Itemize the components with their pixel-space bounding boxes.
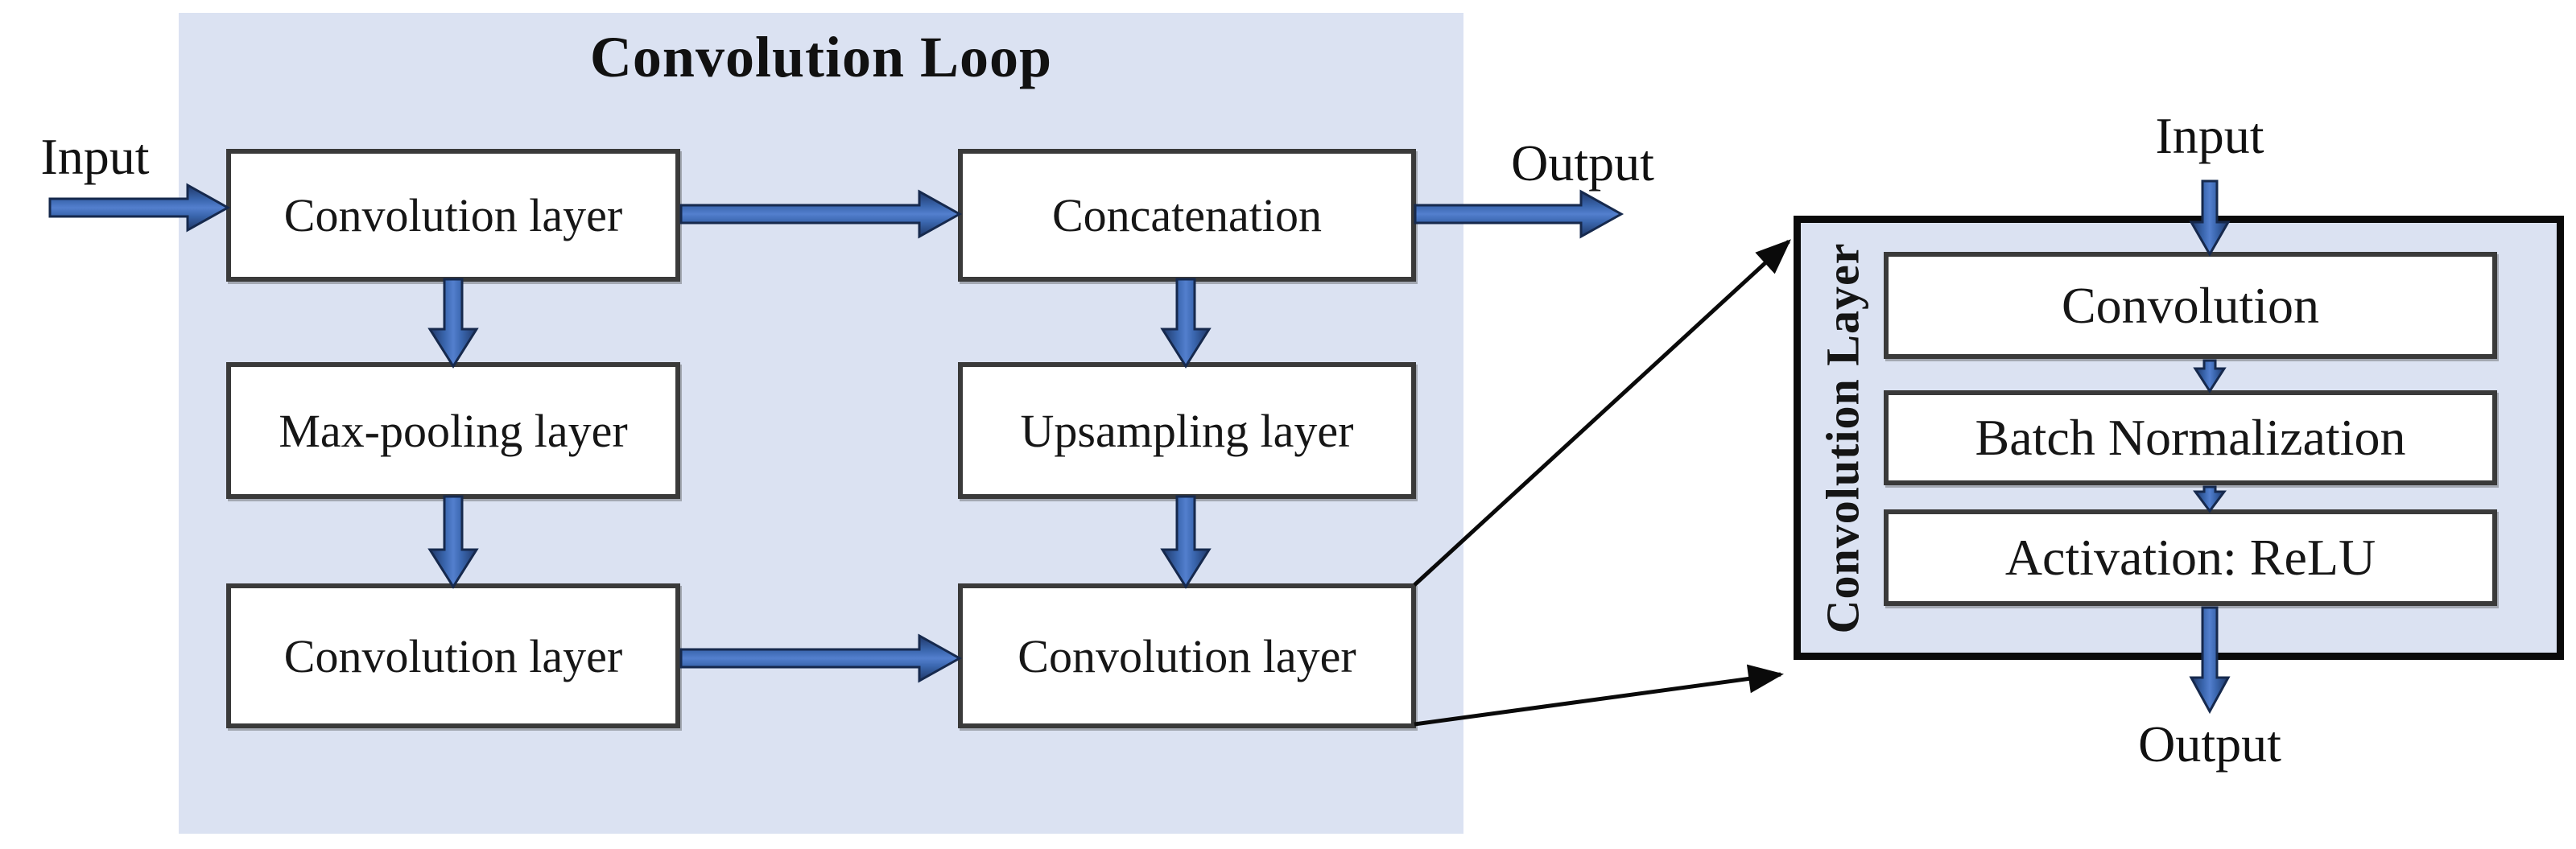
node-upsampling-layer: Upsampling layer (958, 362, 1416, 499)
detail-step-convolution: Convolution (1884, 252, 2497, 359)
node-concatenation: Concatenation (958, 149, 1416, 282)
node-convolution-layer-top-left: Convolution layer (226, 149, 680, 282)
loop-output-label: Output (1511, 134, 1654, 192)
detail-step-batch-normalization: Batch Normalization (1884, 390, 2497, 485)
loop-input-label: Input (40, 128, 150, 185)
callout-line-top (1413, 239, 1791, 587)
node-convolution-layer-bottom-left: Convolution layer (226, 583, 680, 728)
detail-step-activation-relu: Activation: ReLU (1884, 509, 2497, 606)
detail-output-label: Output (2138, 715, 2281, 773)
convolution-layer-side-label: Convolution Layer (1816, 242, 1869, 633)
convolution-loop-title: Convolution Loop (589, 25, 1053, 89)
detail-input-label: Input (2155, 107, 2264, 164)
node-convolution-layer-bottom-right: Convolution layer (958, 583, 1416, 728)
node-max-pooling-layer: Max-pooling layer (226, 362, 680, 499)
callout-line-bottom (1414, 664, 1784, 727)
